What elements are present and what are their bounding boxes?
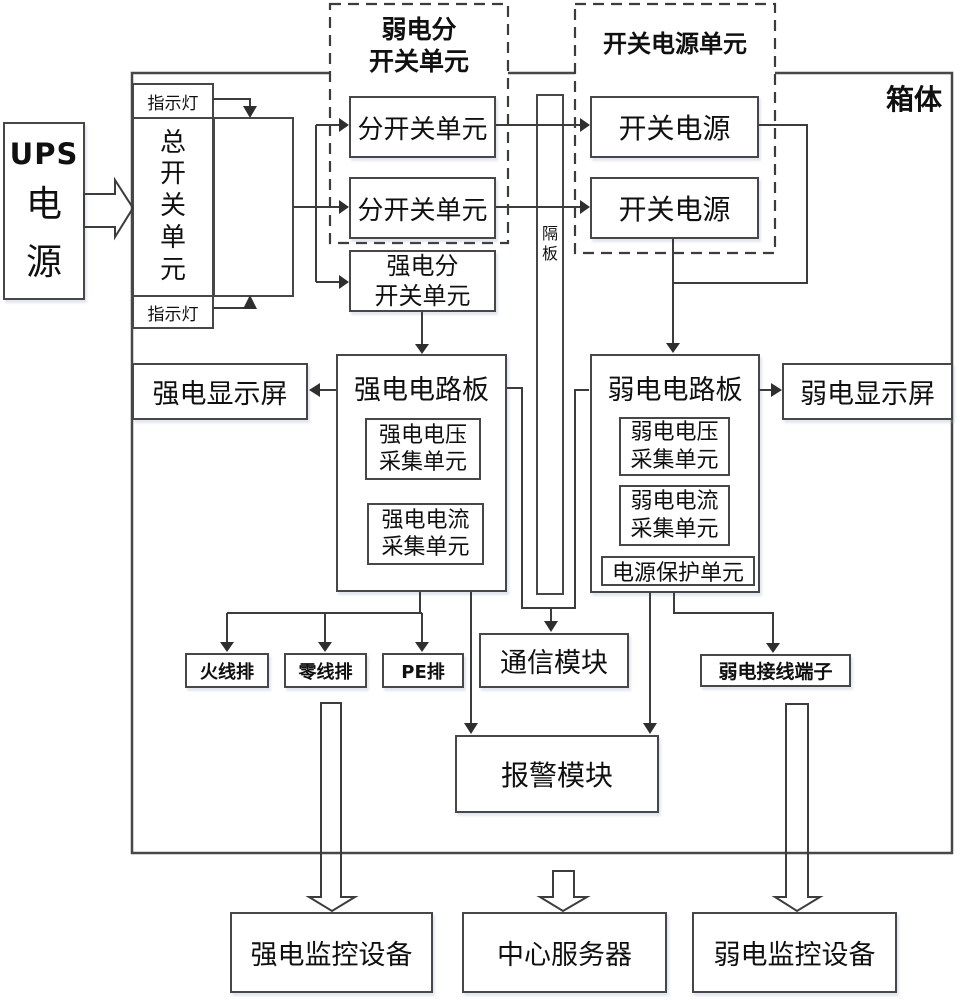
ups-line3: 源	[25, 242, 62, 283]
strong-voltage-unit-box: 强电电压采集单元	[365, 418, 481, 480]
weak-voltage-line2: 采集单元	[630, 447, 719, 473]
weak-current-line1: 弱电电流	[630, 489, 719, 514]
weak-voltage-line1: 弱电电压	[630, 420, 719, 445]
strong-sub-switch-line2: 开关单元	[374, 282, 471, 310]
strong-sub-switch-line1: 强电分	[386, 252, 459, 280]
indicator-light-top: 指示灯	[132, 83, 214, 119]
weak-display-box: 弱电显示屏	[782, 363, 953, 420]
cabinet-label-text: 箱体	[885, 83, 942, 116]
weak-current-line2: 采集单元	[630, 516, 719, 542]
center-server-label: 中心服务器	[497, 940, 632, 971]
weak-sub-switch-title-line2: 开关单元	[368, 47, 469, 76]
strong-current-unit-box: 强电电流采集单元	[367, 503, 484, 565]
alarm-module-box: 报警模块	[455, 735, 659, 813]
ups-line2: 电	[25, 184, 62, 225]
weak-sub-switch-title-line1: 弱电分	[381, 14, 457, 44]
comm-module-label: 通信模块	[500, 648, 608, 679]
weak-circuit-board-title: 弱电电路板	[607, 375, 743, 406]
main-switch-unit-box: 总开关单元	[132, 117, 214, 297]
pe-bus-box: PE排	[382, 653, 464, 688]
weak-display-label: 弱电显示屏	[800, 379, 935, 410]
strong-voltage-line2: 采集单元	[378, 450, 467, 475]
cabinet-label: 箱体	[872, 80, 956, 116]
weak-terminal-label: 弱电接线端子	[718, 661, 833, 683]
strong-display-box: 强电显示屏	[132, 363, 308, 420]
partition-box: 隔板	[536, 94, 564, 595]
strong-sub-switch-box: 强电分开关单元	[349, 250, 496, 312]
indicator-light-bottom-label: 指示灯	[147, 304, 199, 325]
sub-switch-2-label: 分开关单元	[357, 195, 488, 226]
weak-monitor-device-box: 弱电监控设备	[692, 912, 897, 993]
weak-monitor-label: 弱电监控设备	[713, 940, 876, 971]
switching-psu-title-text: 开关电源单元	[603, 29, 747, 58]
sub-switch-box-1: 分开关单元	[349, 96, 496, 158]
neutral-bus-label: 零线排	[298, 661, 353, 683]
psu-1-label: 开关电源	[618, 112, 731, 145]
ups-line1: UPS	[9, 137, 79, 171]
weak-sub-switch-unit-title: 弱电分开关单元	[338, 10, 500, 82]
strong-current-line1: 强电电流	[381, 507, 470, 533]
sub-switch-box-2: 分开关单元	[349, 177, 496, 239]
power-protection-unit-box: 电源保护单元	[601, 556, 755, 586]
partition-label: 隔板	[542, 224, 559, 263]
main-switch-unit-label: 总开关单元	[159, 127, 186, 285]
comm-module-box: 通信模块	[479, 633, 629, 688]
strong-monitor-label: 强电监控设备	[250, 940, 413, 971]
alarm-module-label: 报警模块	[500, 759, 613, 792]
switching-psu-unit-title: 开关电源单元	[580, 24, 770, 58]
strong-current-line2: 采集单元	[381, 535, 470, 560]
indicator-light-top-label: 指示灯	[147, 93, 199, 114]
weak-circuit-board-box: 弱电电路板	[590, 354, 760, 593]
psu-box-1: 开关电源	[590, 96, 759, 158]
weak-voltage-unit-box: 弱电电压采集单元	[619, 417, 730, 476]
neutral-bus-box: 零线排	[284, 653, 367, 688]
weak-terminal-box: 弱电接线端子	[700, 654, 851, 687]
indicator-light-bottom: 指示灯	[132, 295, 214, 329]
live-bus-label: 火线排	[200, 661, 254, 683]
sub-switch-1-label: 分开关单元	[357, 114, 488, 145]
strong-circuit-board-title: 强电电路板	[354, 375, 489, 406]
strong-display-label: 强电显示屏	[152, 379, 288, 410]
ups-source-box: UPS 电 源	[3, 122, 85, 300]
strong-voltage-line1: 强电电压	[378, 422, 467, 448]
spare-panel-box	[213, 117, 294, 297]
weak-current-unit-box: 弱电电流采集单元	[619, 485, 730, 546]
psu-2-label: 开关电源	[618, 193, 731, 226]
pe-bus-label: PE排	[401, 661, 445, 683]
center-server-box: 中心服务器	[462, 912, 667, 993]
psu-box-2: 开关电源	[590, 177, 759, 239]
power-protection-unit-label: 电源保护单元	[611, 561, 744, 586]
strong-monitor-device-box: 强电监控设备	[230, 912, 433, 993]
live-bus-box: 火线排	[185, 653, 269, 688]
